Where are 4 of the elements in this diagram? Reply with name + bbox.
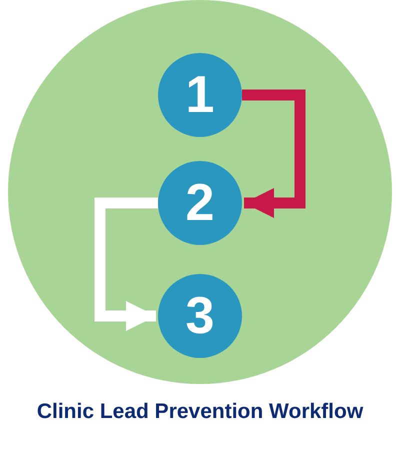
step-number: 3 (186, 290, 214, 342)
step-number: 2 (186, 177, 214, 229)
step-number: 1 (186, 69, 214, 121)
title: Clinic Lead Prevention Workflow (36, 400, 364, 424)
